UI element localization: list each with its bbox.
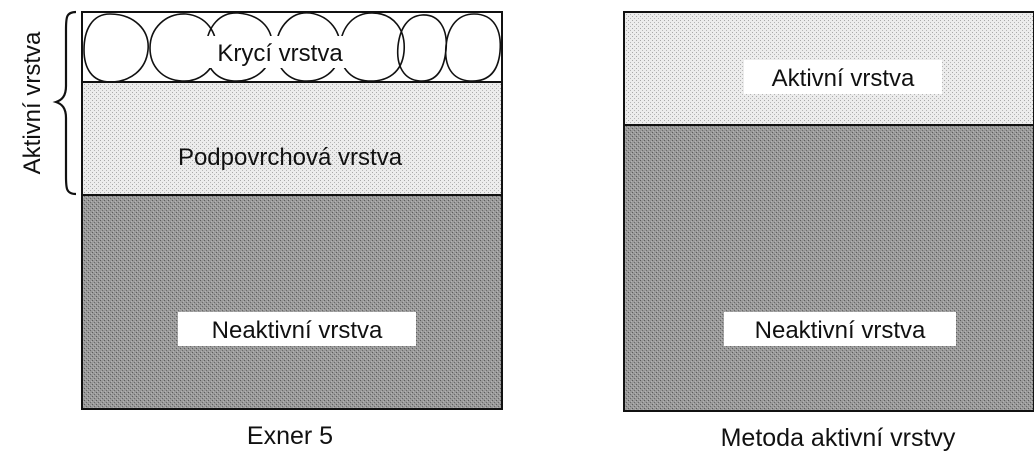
subsurface-layer-label: Podpovrchová vrstva: [178, 144, 403, 171]
inactive-layer: [81, 194, 503, 410]
subsurface-layer: [81, 81, 503, 196]
exner5-diagram: Krycí vrstva Podpovrchová vrstva Neaktiv…: [19, 10, 503, 450]
inactive-layer-label-right: Neaktivní vrstva: [755, 317, 926, 344]
active-layer-bracket: [52, 10, 77, 196]
active-label-bg: [744, 60, 942, 94]
cover-layer-label: Krycí vrstva: [217, 40, 343, 67]
active-layer-label: Aktivní vrstva: [772, 65, 915, 92]
inactive-layer-label: Neaktivní vrstva: [212, 317, 383, 344]
active-layer-bracket-label: Aktivní vrstva: [19, 31, 46, 174]
inactive-label-bg-right: [724, 312, 956, 346]
active-layer-method-diagram: Aktivní vrstva Neaktivní vrstva Metoda a…: [623, 11, 1034, 452]
inactive-layer-right: [623, 124, 1034, 412]
active-layer-method-caption: Metoda aktivní vrstvy: [721, 424, 956, 452]
exner5-caption: Exner 5: [247, 422, 333, 450]
inactive-label-bg: [178, 312, 416, 346]
cover-label-bg: [202, 36, 358, 68]
